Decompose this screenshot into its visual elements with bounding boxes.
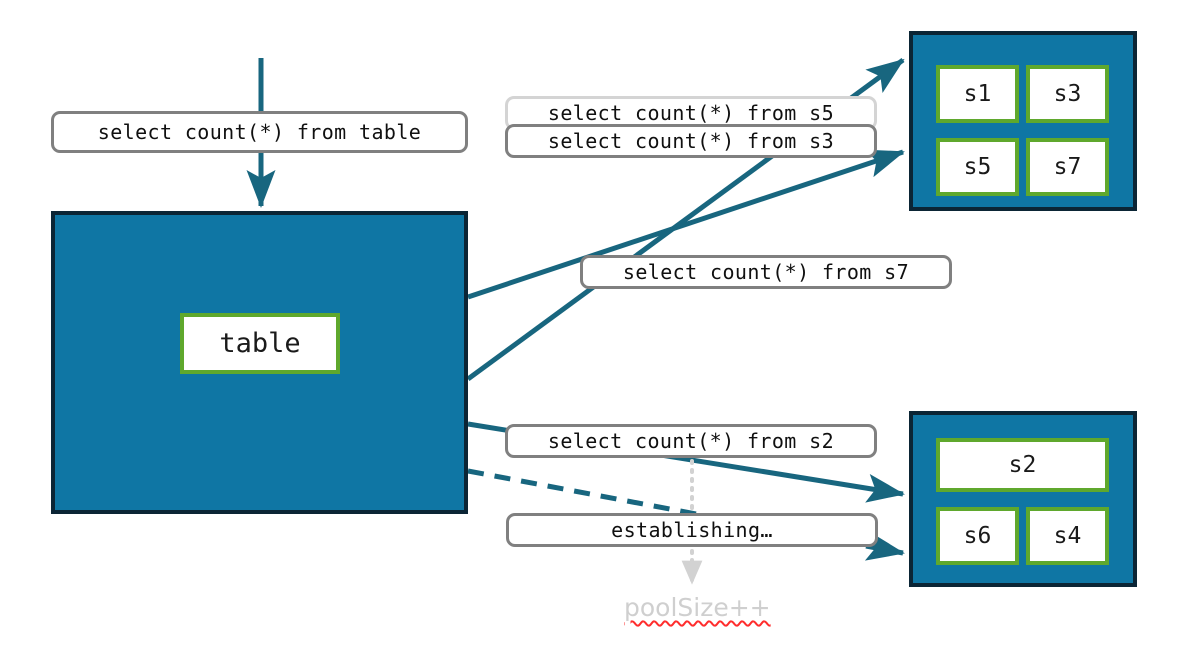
pool-size-annotation: poolSize++ (624, 593, 771, 622)
chip-query-s3[interactable]: select count(*) from s3 (505, 124, 877, 158)
node-s6[interactable]: s6 (936, 507, 1019, 565)
edge-table-to-upper-s3 (467, 149, 905, 300)
node-s1[interactable]: s1 (936, 65, 1019, 123)
edge-table-to-lower-new (467, 468, 905, 561)
chip-query-s7[interactable]: select count(*) from s7 (580, 255, 952, 289)
node-s2[interactable]: s2 (936, 438, 1109, 492)
node-s7[interactable]: s7 (1026, 138, 1109, 196)
node-table[interactable]: table (180, 313, 340, 374)
node-s4[interactable]: s4 (1026, 507, 1109, 565)
chip-entry-query[interactable]: select count(*) from table (51, 111, 468, 153)
node-s3[interactable]: s3 (1026, 65, 1109, 123)
node-s5[interactable]: s5 (936, 138, 1019, 196)
chip-establishing[interactable]: establishing… (506, 513, 878, 547)
chip-query-s2[interactable]: select count(*) from s2 (505, 424, 877, 458)
